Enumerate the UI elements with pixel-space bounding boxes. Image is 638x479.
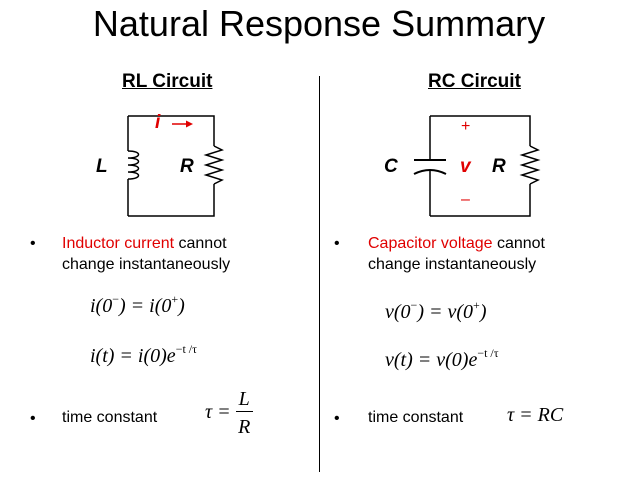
column-divider [319, 76, 320, 472]
rc-bullet-highlight: Capacitor voltage [368, 235, 493, 252]
inductor-coil [127, 150, 140, 180]
rl-resistor-label: R [180, 156, 194, 177]
rl-bullet-highlight: Inductor current [62, 235, 175, 252]
resistor-zigzag [203, 145, 225, 185]
rl-tc-label: time constant [62, 409, 158, 426]
rc-bullet-text: Capacitor voltage cannot change instanta… [368, 235, 545, 273]
rc-equation-decay: v(t) = v(0)e−t /τ [385, 346, 499, 371]
rl-equation-decay: i(t) = i(0)e−t /τ [90, 342, 197, 367]
rc-tc-bullet-icon: • [334, 410, 340, 427]
rl-tc-bullet-icon: • [30, 410, 36, 427]
rl-bullet-icon: • [30, 235, 36, 252]
rl-equation-continuity: i(0−) = i(0+) [90, 292, 185, 317]
rl-heading: RL Circuit [122, 71, 213, 92]
rc-resistor-label: R [492, 156, 506, 177]
rl-circuit-diagram [127, 115, 225, 217]
rl-inductor-label: L [96, 156, 108, 177]
rc-tc-label: time constant [368, 409, 464, 426]
rc-circuit-diagram [413, 115, 541, 217]
rl-current-label: i [155, 112, 161, 133]
rc-voltage-label: v [460, 156, 471, 177]
rc-capacitor-label: C [384, 156, 398, 177]
rc-equation-continuity: v(0−) = v(0+) [385, 298, 487, 323]
resistor-zigzag [519, 145, 541, 185]
rc-plus-label: + [461, 118, 471, 135]
rc-minus-label: – [461, 191, 470, 208]
rc-tc-equation: τ = RC [507, 404, 564, 426]
rl-bullet-text: Inductor current cannot change instantan… [62, 235, 231, 273]
rc-bullet-icon: • [334, 235, 340, 252]
rc-heading: RC Circuit [428, 71, 521, 92]
slide-title: Natural Response Summary [92, 3, 546, 44]
